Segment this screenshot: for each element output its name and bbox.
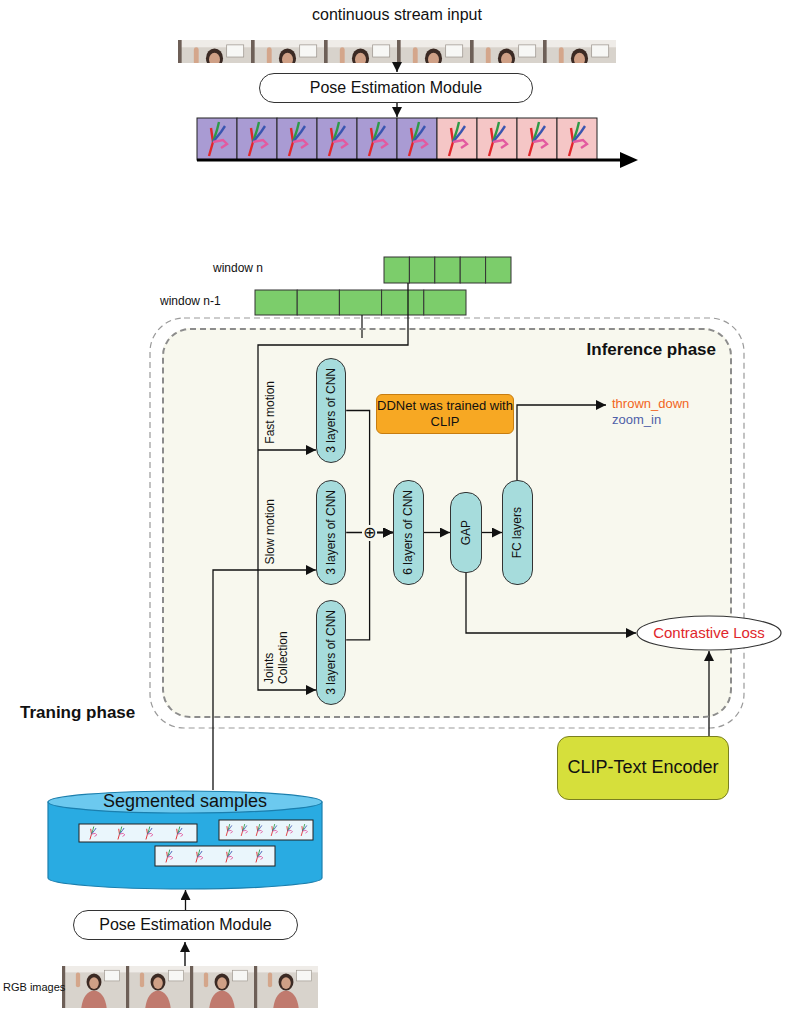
module-box: Pose Estimation Module xyxy=(73,910,298,940)
window-label: window n xyxy=(213,262,263,276)
connector xyxy=(185,890,186,910)
illustration-part xyxy=(255,290,297,315)
node-text: 3 layers of CNN xyxy=(324,368,338,453)
illustration-part xyxy=(477,118,517,160)
phase-label: Traning phase xyxy=(20,703,135,723)
node-text: FC layers xyxy=(510,507,524,558)
node-text: Segmented samples xyxy=(103,791,267,813)
illustration-part xyxy=(62,966,126,1009)
illustration-part xyxy=(184,942,185,966)
node-text: CLIP-Text Encoder xyxy=(567,757,718,779)
illustration-part xyxy=(162,328,732,718)
node-text: 6 layers of CNN xyxy=(401,490,415,575)
illustration-part xyxy=(317,118,357,160)
region-heading: Inference phase xyxy=(587,340,716,360)
illustration-part xyxy=(437,118,477,160)
illustration-part xyxy=(529,122,547,156)
illustration-part xyxy=(449,122,467,156)
connector xyxy=(466,573,636,633)
sliding-windows xyxy=(255,257,511,315)
illustration-part xyxy=(396,103,397,117)
illustration-part xyxy=(254,966,318,1009)
illustration-part xyxy=(569,122,587,156)
node-text: Pose Estimation Module xyxy=(99,915,272,934)
node-text: 3 layers of CNN xyxy=(324,610,338,695)
node-text: GAP xyxy=(459,520,473,545)
output-class: zoom_in xyxy=(612,413,661,428)
branch-label: Fast motion xyxy=(264,381,278,444)
database-cylinder: Segmented samples xyxy=(47,790,323,890)
illustration-part xyxy=(489,122,507,156)
node-text: Pose Estimation Module xyxy=(310,78,483,97)
illustration-part xyxy=(369,122,387,156)
illustration-part xyxy=(543,40,616,89)
illustration-part xyxy=(297,290,339,315)
node-text: Contrastive Loss xyxy=(653,624,765,642)
illustration-part xyxy=(209,122,227,156)
illustration-part xyxy=(237,118,277,160)
connector xyxy=(482,532,502,533)
cnn-block: 3 layers of CNN xyxy=(316,600,346,705)
illustration-part xyxy=(397,118,437,160)
cnn-block: 6 layers of CNN xyxy=(393,480,424,585)
skeleton-frames xyxy=(197,118,624,160)
encoder-box: CLIP-Text Encoder xyxy=(557,736,729,800)
illustration-part xyxy=(424,290,466,315)
illustration-part xyxy=(460,257,485,283)
branch-label: Joints Collection xyxy=(263,604,291,684)
illustration-part xyxy=(339,290,381,315)
illustration-part xyxy=(258,449,316,450)
window-label: window n-1 xyxy=(160,295,221,309)
connector xyxy=(708,651,709,736)
illustration-part xyxy=(197,159,624,162)
illustration-part xyxy=(409,122,427,156)
illustration-part xyxy=(126,966,190,1009)
illustration-part xyxy=(329,122,347,156)
region-ground xyxy=(150,318,744,728)
stream-title: continuous stream input xyxy=(312,6,482,24)
illustration-part xyxy=(357,118,397,160)
illustration-part xyxy=(382,290,424,315)
illustration-part xyxy=(517,405,606,480)
illustration-part xyxy=(384,257,409,283)
illustration-part xyxy=(396,63,397,72)
sum-symbol: ⊕ xyxy=(362,525,377,541)
input-label: RGB images xyxy=(3,981,65,994)
connector xyxy=(346,533,393,640)
branch-label: Slow motion xyxy=(264,499,278,564)
fc-block: FC layers xyxy=(502,480,533,585)
illustration-part xyxy=(435,257,460,283)
illustration-part xyxy=(409,257,434,283)
pooling-block: GAP xyxy=(450,492,482,573)
note-box: DDNet was trained with CLIP xyxy=(376,394,514,434)
node-text: 3 layers of CNN xyxy=(324,490,338,575)
illustration-part xyxy=(178,40,251,89)
window-feed-lines xyxy=(258,283,606,690)
illustration-part xyxy=(289,122,307,156)
illustration-part xyxy=(249,122,267,156)
illustration-part xyxy=(277,118,317,160)
node-text: DDNet was trained with CLIP xyxy=(377,398,513,429)
illustration-part xyxy=(486,257,511,283)
loss-ellipse: Contrastive Loss xyxy=(636,615,782,651)
output-class: thrown_down xyxy=(612,397,689,412)
connector xyxy=(424,532,450,533)
cnn-block: 3 layers of CNN xyxy=(316,358,346,463)
module-box: Pose Estimation Module xyxy=(259,73,533,103)
cnn-block: 3 layers of CNN xyxy=(316,480,346,585)
phase-region: Inference phaseDDNet was trained with CL… xyxy=(162,328,732,718)
illustration-part xyxy=(517,118,557,160)
illustration-part xyxy=(197,118,237,160)
rgb-frames xyxy=(62,942,318,1009)
illustration-part xyxy=(190,966,254,1009)
illustration-part xyxy=(361,315,362,338)
connector xyxy=(213,570,316,790)
illustration-part xyxy=(150,318,744,728)
illustration-part xyxy=(557,118,597,160)
